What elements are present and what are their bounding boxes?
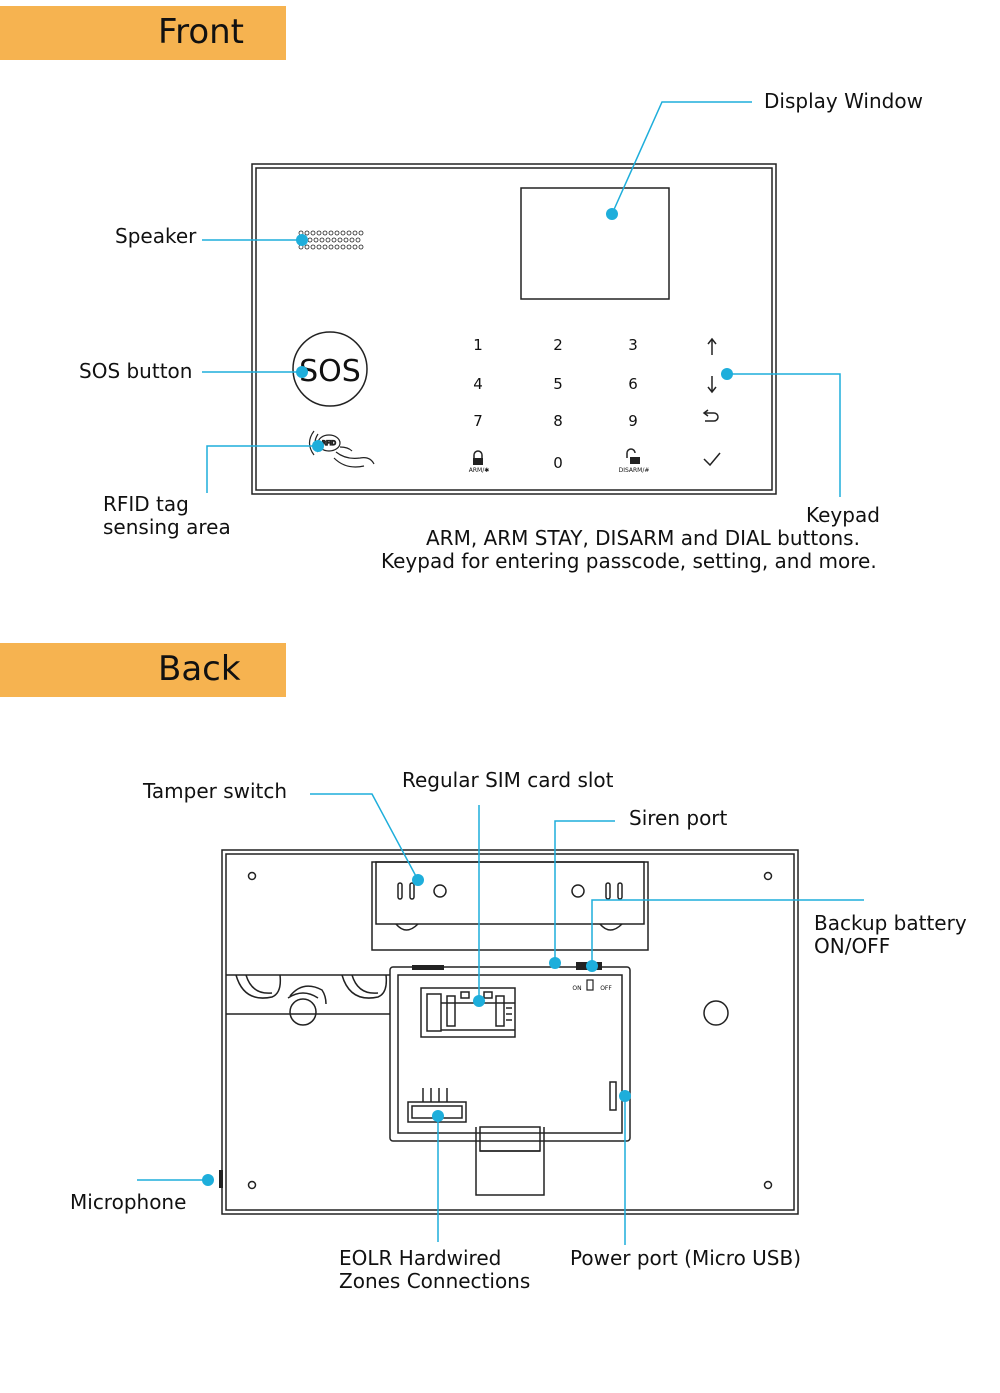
- micro-usb-port: [609, 1081, 617, 1111]
- key-6: 6: [628, 375, 638, 393]
- microphone-hole: [219, 1170, 223, 1188]
- key-0: 0: [553, 454, 563, 472]
- key-5: 5: [553, 375, 563, 393]
- label-battery-line1: Backup battery: [814, 911, 967, 935]
- mounting-bracket: [371, 861, 649, 951]
- sos-button: SOS: [292, 331, 368, 407]
- label-tamper-switch: Tamper switch: [143, 779, 288, 803]
- unlock-icon: DISARM/#: [619, 448, 650, 474]
- check-icon: [703, 452, 721, 467]
- key-4: 4: [473, 375, 483, 393]
- arrow-down-icon: [707, 376, 717, 394]
- label-battery-line2: ON/OFF: [814, 934, 891, 958]
- back-callout-lines: [137, 793, 864, 1245]
- label-speaker: Speaker: [115, 224, 197, 248]
- back-section-banner: Back: [0, 643, 286, 697]
- arm-label: ARM/✱: [469, 467, 490, 474]
- label-microphone: Microphone: [70, 1190, 187, 1214]
- label-eolr-line2: Zones Connections: [339, 1269, 531, 1293]
- back-arrow-icon: [702, 409, 719, 422]
- label-rfid-line1: RFID tag: [103, 492, 189, 516]
- battery-top-tabs: [412, 962, 602, 970]
- label-sim-slot: Regular SIM card slot: [402, 768, 614, 792]
- rfid-tag-text: RFID: [322, 440, 336, 447]
- sos-button-text: SOS: [299, 354, 361, 389]
- key-7: 7: [473, 412, 483, 430]
- back-panel: [221, 849, 799, 1215]
- left-ledge: [226, 974, 390, 1026]
- display-window: [520, 187, 670, 300]
- back-section-title: Back: [158, 649, 241, 689]
- keypad: 1 2 3 4 5 6 7 8 9 0 ARM/✱: [469, 336, 721, 474]
- front-panel: [251, 163, 777, 495]
- speaker-grille: [298, 230, 364, 250]
- key-9: 9: [628, 412, 638, 430]
- front-section-banner: Front: [0, 6, 286, 60]
- label-sos-button: SOS button: [79, 359, 193, 383]
- arrow-up-icon: [707, 337, 717, 355]
- label-keypad-line1: ARM, ARM STAY, DISARM and DIAL buttons.: [426, 526, 860, 550]
- front-callout-dots: [296, 208, 733, 452]
- switch-on-label: ON: [572, 985, 581, 992]
- key-3: 3: [628, 336, 638, 354]
- key-8: 8: [553, 412, 563, 430]
- label-siren-port: Siren port: [629, 806, 728, 830]
- label-keypad-title: Keypad: [806, 503, 880, 527]
- disarm-label: DISARM/#: [619, 467, 650, 474]
- battery-compartment: [389, 966, 631, 1196]
- label-eolr-line1: EOLR Hardwired: [339, 1246, 502, 1270]
- front-section-title: Front: [158, 12, 244, 52]
- label-display-window: Display Window: [764, 89, 923, 113]
- lock-icon: ARM/✱: [469, 450, 490, 474]
- key-1: 1: [473, 336, 483, 354]
- label-keypad-line2: Keypad for entering passcode, setting, a…: [381, 549, 877, 573]
- switch-off-label: OFF: [600, 985, 612, 992]
- label-power-port: Power port (Micro USB): [570, 1246, 802, 1270]
- sim-card-slot: [420, 987, 516, 1038]
- back-callout-dots: [202, 874, 631, 1186]
- battery-switch: ON OFF: [572, 979, 612, 992]
- front-callout-lines: [202, 101, 841, 497]
- key-2: 2: [553, 336, 563, 354]
- label-rfid-line2: sensing area: [103, 515, 231, 539]
